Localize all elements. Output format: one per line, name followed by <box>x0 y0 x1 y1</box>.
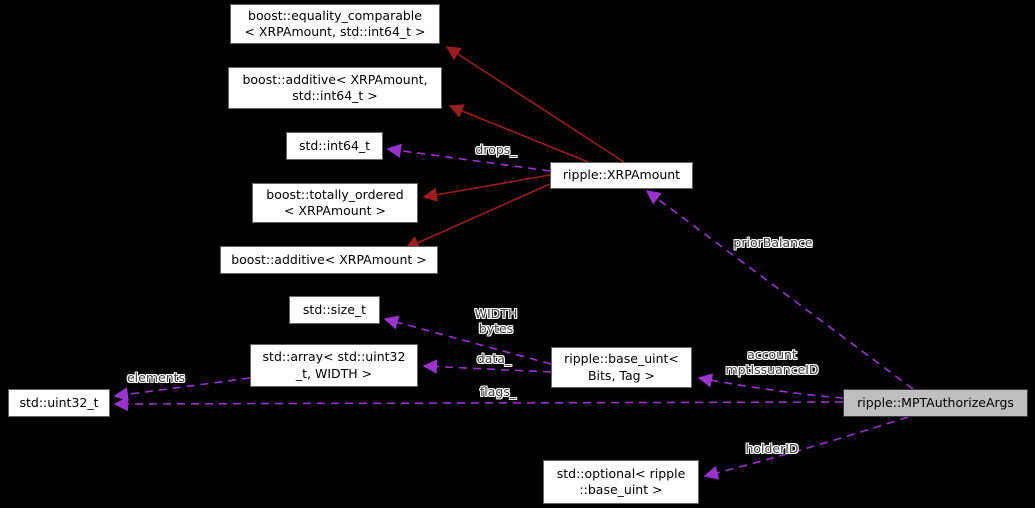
node-label-line: < XRPAmount > <box>283 203 386 218</box>
node-label-line: boost::totally_ordered <box>266 186 404 202</box>
edge-label-text: elements <box>126 370 186 385</box>
node-label-line: ripple::XRPAmount <box>562 167 681 183</box>
edge-label-text: holderID <box>745 441 799 456</box>
edge-inherit-totally-ordered <box>422 174 551 202</box>
node-boost-additive-xrpamount-int64[interactable]: boost::additive< XRPAmount, std::int64_t… <box>228 67 442 109</box>
edge-label-text: account <box>747 347 797 362</box>
edge-label-holderid: holderID <box>745 441 798 456</box>
node-ripple-xrpamount[interactable]: ripple::XRPAmount <box>550 162 693 189</box>
node-ripple-mptauthorizeargs[interactable]: ripple::MPTAuthorizeArgs <box>843 389 1028 417</box>
edge-label-account-mptissuanceid: account mptIssuanceID <box>725 347 818 377</box>
node-boost-additive-xrpamount[interactable]: boost::additive< XRPAmount > <box>220 246 438 274</box>
edge-label-flags: flags_ <box>480 384 516 399</box>
node-label-line: ripple::base_uint< <box>564 351 679 367</box>
edge-label-text: flags_ <box>479 384 517 399</box>
edge-inherit-equality-comparable <box>445 46 625 163</box>
node-label-line: ripple::MPTAuthorizeArgs <box>857 394 1014 410</box>
edge-label-text: data_ <box>476 351 512 366</box>
edge-label-drops: drops_ <box>475 142 516 157</box>
edge-inherit-additive-int64 <box>448 104 589 163</box>
node-label-line: boost::equality_comparable <box>248 7 422 23</box>
edge-usage-holderid <box>703 416 909 480</box>
node-std-int64-t[interactable]: std::int64_t <box>286 132 383 160</box>
node-label-line: std::uint32_t <box>19 394 99 410</box>
node-label-line: Bits, Tag > <box>587 367 656 383</box>
node-label-line: boost::additive< XRPAmount, <box>242 71 428 87</box>
node-std-size-t[interactable]: std::size_t <box>289 296 380 324</box>
node-label-line: _t, WIDTH > <box>295 365 373 381</box>
node-label-line: std::array< std::uint32 <box>262 349 406 365</box>
node-std-uint32-t[interactable]: std::uint32_t <box>8 389 110 417</box>
edge-usage-elements <box>113 377 251 402</box>
edge-label-text: WIDTH <box>474 306 518 321</box>
edge-label-text: drops_ <box>475 142 517 157</box>
node-ripple-base-uint[interactable]: ripple::base_uint< Bits, Tag > <box>551 347 692 388</box>
node-label-line: < XRPAmount, std::int64_t > <box>244 24 426 39</box>
edge-label-text: mptIssuanceID <box>725 362 819 377</box>
node-std-optional-base-uint[interactable]: std::optional< ripple ::base_uint > <box>543 460 699 504</box>
edge-usage-account-mptissuanceid <box>697 373 844 399</box>
node-label-line: boost::additive< XRPAmount > <box>231 251 427 267</box>
edge-inherit-additive <box>404 183 551 250</box>
edge-label-width-bytes: WIDTH bytes <box>475 306 518 336</box>
node-label-line: ::base_uint > <box>579 482 663 497</box>
node-boost-totally-ordered[interactable]: boost::totally_ordered < XRPAmount > <box>252 183 418 223</box>
edge-usage-data <box>422 359 552 374</box>
edge-usage-width-bytes <box>383 315 552 365</box>
node-label-line: std::optional< ripple <box>556 465 686 481</box>
edge-label-prior-balance: priorBalance <box>733 235 812 250</box>
node-boost-equality-comparable[interactable]: boost::equality_comparable < XRPAmount, … <box>230 4 440 44</box>
node-label-line: std::int64_t > <box>292 88 378 103</box>
edge-label-data: data_ <box>477 351 511 366</box>
node-label-line: std::int64_t <box>298 137 371 153</box>
edge-usage-drops <box>386 143 551 172</box>
edge-label-elements: elements <box>127 370 185 385</box>
edge-usage-flags <box>113 396 844 412</box>
node-label-line: std::size_t <box>302 301 367 317</box>
edge-label-text: priorBalance <box>733 235 813 250</box>
edge-label-text: bytes <box>478 321 514 336</box>
node-std-array[interactable]: std::array< std::uint32 _t, WIDTH > <box>250 344 418 387</box>
